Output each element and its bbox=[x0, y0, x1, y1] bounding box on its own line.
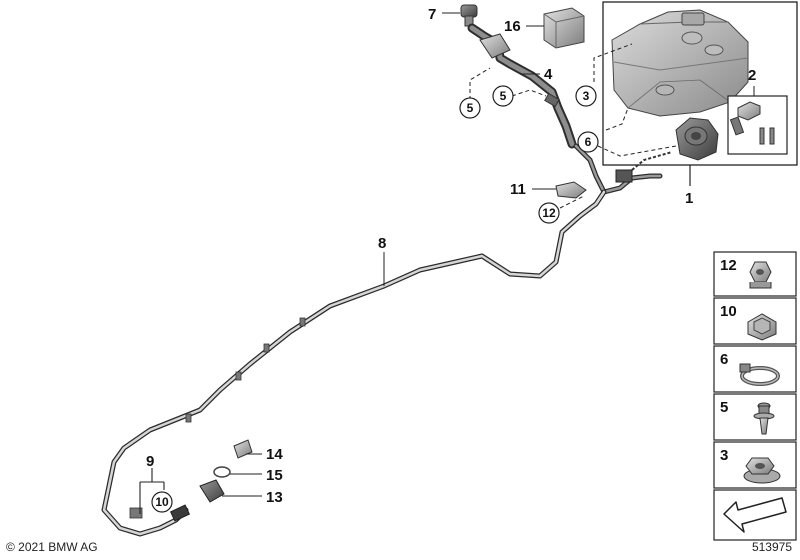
svg-text:6: 6 bbox=[720, 351, 728, 368]
line-clips bbox=[129, 317, 306, 519]
hex-nut-icon bbox=[749, 261, 772, 289]
circled-label-5b: 5 bbox=[492, 85, 514, 107]
part-labels: 1 2 4 7 8 9 11 13 14 15 16 bbox=[146, 6, 756, 506]
filler-cap-7 bbox=[460, 4, 478, 27]
flange-nut-icon bbox=[743, 457, 781, 484]
direction-arrow-icon bbox=[723, 497, 787, 533]
label-14: 14 bbox=[266, 446, 283, 463]
circled-label-3: 3 bbox=[575, 85, 597, 107]
label-9: 9 bbox=[146, 453, 154, 470]
circled-label-5a: 5 bbox=[459, 97, 481, 119]
label-2: 2 bbox=[748, 67, 756, 84]
circled-labels: 5 5 3 6 12 10 bbox=[151, 85, 599, 513]
svg-text:10: 10 bbox=[720, 303, 737, 320]
hardware-legend: 12 10 6 bbox=[713, 251, 797, 541]
filler-neck-4 bbox=[467, 23, 577, 149]
svg-text:12: 12 bbox=[542, 206, 556, 220]
copyright-text: © 2021 BMW AG bbox=[6, 540, 98, 554]
svg-text:5: 5 bbox=[500, 89, 507, 103]
legend-item-3: 3 bbox=[713, 441, 797, 489]
legend-item-5: 5 bbox=[713, 393, 797, 441]
main-feed-line-8 bbox=[101, 189, 607, 537]
circled-label-10: 10 bbox=[151, 491, 173, 513]
tank-assembly-frame bbox=[602, 1, 798, 166]
svg-text:12: 12 bbox=[720, 257, 737, 274]
circled-label-12: 12 bbox=[538, 202, 560, 224]
hose-clamp-icon bbox=[739, 363, 780, 386]
level-sensor bbox=[729, 101, 775, 145]
nozzle-assembly bbox=[169, 439, 253, 522]
svg-text:5: 5 bbox=[720, 399, 728, 416]
pump-unit bbox=[675, 117, 719, 161]
label-11: 11 bbox=[510, 181, 526, 198]
leader-line-9 bbox=[139, 468, 165, 514]
label-16: 16 bbox=[504, 18, 521, 35]
svg-text:6: 6 bbox=[585, 135, 592, 149]
label-1: 1 bbox=[685, 190, 693, 207]
svg-text:3: 3 bbox=[720, 447, 728, 464]
svg-text:3: 3 bbox=[583, 89, 590, 103]
legend-item-6: 6 bbox=[713, 345, 797, 393]
legend-item-12: 12 bbox=[713, 251, 797, 297]
reservoir-tank bbox=[611, 9, 749, 117]
tank-outlet-lines bbox=[573, 143, 673, 195]
legend-item-arrow bbox=[713, 489, 797, 541]
label-13: 13 bbox=[266, 489, 283, 506]
label-15: 15 bbox=[266, 467, 283, 484]
cable-clip-icon bbox=[747, 313, 777, 341]
svg-text:5: 5 bbox=[467, 101, 474, 115]
expanding-rivet-icon bbox=[753, 402, 775, 435]
label-4: 4 bbox=[544, 66, 553, 83]
label-8: 8 bbox=[378, 235, 386, 252]
legend-item-10: 10 bbox=[713, 297, 797, 345]
control-unit-16 bbox=[543, 7, 585, 49]
dashed-leaders bbox=[469, 43, 677, 209]
svg-text:10: 10 bbox=[155, 495, 169, 509]
label-7: 7 bbox=[428, 6, 436, 23]
circled-label-6: 6 bbox=[577, 131, 599, 153]
diagram-number: 513975 bbox=[751, 540, 792, 554]
bracket-11 bbox=[555, 181, 587, 199]
